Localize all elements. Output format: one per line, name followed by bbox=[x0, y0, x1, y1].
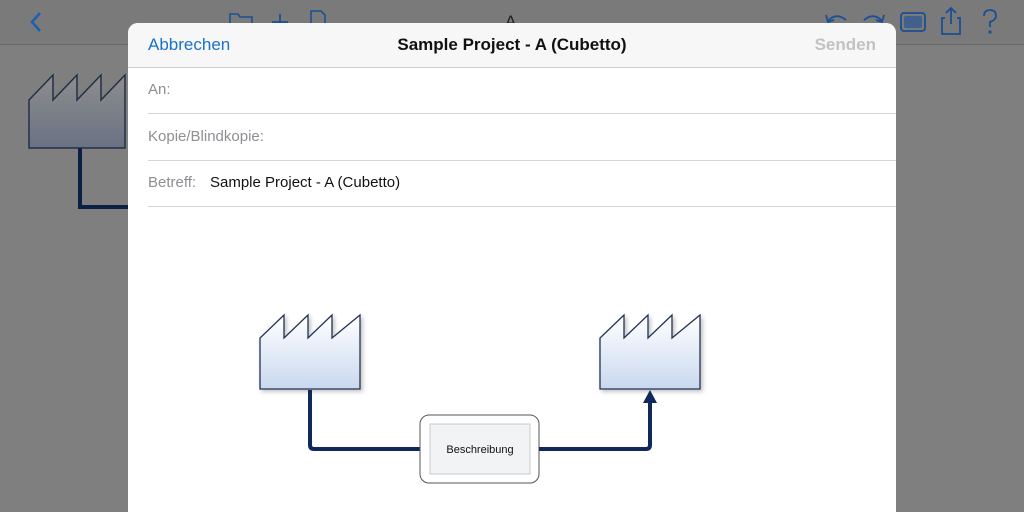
share-icon[interactable] bbox=[939, 6, 963, 36]
send-button[interactable]: Senden bbox=[814, 35, 876, 54]
subject-field[interactable]: Betreff: Sample Project - A (Cubetto) bbox=[148, 160, 896, 207]
help-icon[interactable] bbox=[980, 8, 1000, 36]
cc-bcc-label: Kopie/Blindkopie: bbox=[148, 128, 264, 145]
process-box[interactable] bbox=[419, 414, 540, 484]
connector-arrow-left bbox=[308, 390, 420, 451]
factory-icon-right[interactable] bbox=[599, 313, 701, 390]
mail-compose-sheet: Abbrechen Sample Project - A (Cubetto) S… bbox=[128, 23, 896, 512]
mail-title: Sample Project - A (Cubetto) bbox=[397, 35, 627, 54]
mail-header: Abbrechen Sample Project - A (Cubetto) S… bbox=[128, 23, 896, 68]
process-label: Beschreibung bbox=[446, 444, 513, 456]
background-factory-icon bbox=[28, 73, 128, 209]
subject-value[interactable]: Sample Project - A (Cubetto) bbox=[210, 174, 401, 191]
frame-icon[interactable] bbox=[899, 10, 927, 34]
undo-icon[interactable] bbox=[822, 10, 850, 32]
background-title: A bbox=[505, 12, 517, 31]
to-label: An: bbox=[148, 81, 171, 98]
subject-label: Betreff: bbox=[148, 174, 197, 191]
diagram-canvas: Beschreibung bbox=[259, 313, 701, 484]
back-chevron-icon[interactable] bbox=[28, 10, 44, 34]
diagram-attachment: Beschreibung bbox=[128, 207, 896, 512]
redo-icon[interactable] bbox=[860, 10, 888, 32]
connector-arrow-right bbox=[539, 403, 652, 451]
arrowhead-up-icon bbox=[643, 390, 657, 403]
to-field[interactable]: An: bbox=[148, 67, 896, 114]
factory-icon-left[interactable] bbox=[259, 313, 361, 390]
cancel-button[interactable]: Abbrechen bbox=[148, 35, 231, 54]
cc-bcc-field[interactable]: Kopie/Blindkopie: bbox=[148, 114, 896, 161]
